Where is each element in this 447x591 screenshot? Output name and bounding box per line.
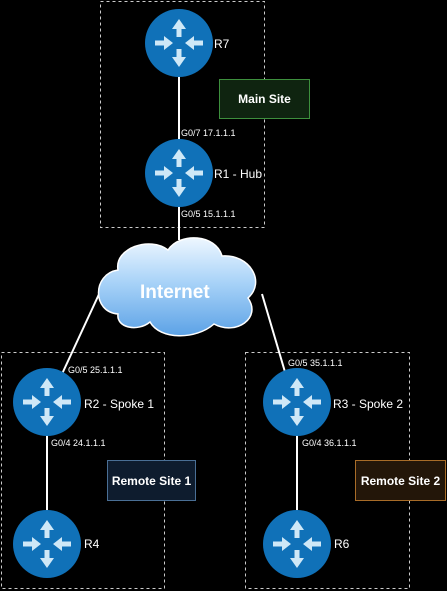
router-r4-label: R4 <box>84 537 100 551</box>
router-r6-label: R6 <box>334 537 350 551</box>
r2-g05-interface-label: G0/5 25.1.1.1 <box>68 365 123 375</box>
router-r1-icon[interactable] <box>145 139 213 207</box>
router-r3-icon[interactable] <box>263 368 331 436</box>
router-r2-icon[interactable] <box>13 368 81 436</box>
remote-site-1-boundary <box>1 352 165 589</box>
remote-site-2-label: Remote Site 2 <box>355 460 446 501</box>
r3-g04-interface-label: G0/4 36.1.1.1 <box>302 438 357 448</box>
router-r7-label: R7 <box>214 37 230 51</box>
link-internet-r3 <box>261 293 286 373</box>
r2-g04-interface-label: G0/4 24.1.1.1 <box>51 438 106 448</box>
internet-label: Internet <box>140 282 210 303</box>
r1-g05-interface-label: G0/5 15.1.1.1 <box>181 209 236 219</box>
r1-g07-interface-label: G0/7 17.1.1.1 <box>181 128 236 138</box>
link-internet-r2 <box>61 291 101 375</box>
router-r1-label: R1 - Hub <box>214 167 263 181</box>
main-site-label: Main Site <box>219 79 310 119</box>
router-r4-icon[interactable] <box>13 510 81 578</box>
remote-site-1-label: Remote Site 1 <box>107 460 196 501</box>
router-r3-label: R3 - Spoke 2 <box>333 397 404 411</box>
r3-g05-interface-label: G0/5 35.1.1.1 <box>288 358 343 368</box>
router-r6-icon[interactable] <box>263 510 331 578</box>
internet-cloud-icon <box>97 237 257 337</box>
router-r7-icon[interactable] <box>145 9 213 77</box>
router-r2-label: R2 - Spoke 1 <box>84 397 155 411</box>
